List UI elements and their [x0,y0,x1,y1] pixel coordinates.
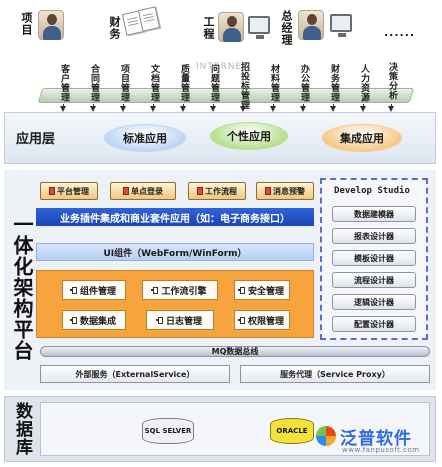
develop-studio-panel: Develop Studio 数据建模器 报表设计器 模板设计器 流程设计器 逻… [320,178,428,340]
app-oval-standard: 标准应用 [104,124,186,152]
component-icon [151,286,159,294]
component-label: 组件管理 [79,286,116,297]
person-icon [298,10,324,40]
arrow-down-icon [60,106,66,112]
chip-label: 单点登录 [131,186,163,196]
develop-studio-title: Develop Studio [334,186,410,196]
monitor-icon [248,16,270,39]
mq-data-bus: MQ数据总线 [40,346,430,357]
arrow-down-icon [330,106,336,112]
arrow-down-icon [120,106,126,112]
component-label: 安全管理 [247,286,284,297]
component-icon [69,316,77,324]
component-icon [237,316,245,324]
brand-logo-icon [316,426,336,446]
watermark-text: INTERNET [196,62,249,72]
component-label: 权限管理 [247,316,284,327]
app-label: 个性应用 [227,130,271,143]
chip-single-sign-on: 单点登录 [110,182,176,200]
tool-report-designer: 报表设计器 [332,228,416,244]
arrow-down-icon [270,106,276,112]
app-oval-custom: 个性应用 [210,122,288,150]
workflow-engine: 工作流引擎 [142,280,218,300]
brand-name: 泛普软件 [340,429,412,449]
component-icon [155,316,163,324]
module-label: 材料管理 [269,64,279,102]
component-label: 数据集成 [79,316,116,327]
module-label: 客户管理 [59,64,69,102]
module-list: 客户管理 合同管理 项目管理 文档管理 质量管理 问题管理 招投标管理 材料管理… [0,60,442,112]
role-label-gm: 总经理 [280,10,293,46]
external-service: 外部服务（ExternalService） [40,365,230,383]
database-cylinder-oracle: ORACLE [270,418,314,444]
component-label: 日志管理 [165,316,202,327]
arrow-down-icon [300,106,306,112]
arrow-down-icon [90,106,96,112]
chip-workflow: 工作流程 [188,182,246,200]
application-layer-title: 应用层 [16,132,56,147]
platform-title: 一体化架构平台 [10,214,34,361]
module-label: 办公管理 [299,64,309,102]
database-cylinder-sqlserver: SQL SELVER [142,418,194,444]
module-label: 项目管理 [119,64,129,102]
chip-label: 消息预警 [273,186,305,196]
ui-component-bar: UI组件（WebForm/WinForm） [36,243,314,261]
tool-logic-designer: 逻辑设计器 [332,294,416,310]
person-icon [38,10,64,40]
app-label: 标准应用 [123,132,167,145]
module-icon [197,187,203,195]
security-management: 安全管理 [234,280,290,300]
data-integration: 数据集成 [62,310,126,330]
chip-message-alert: 消息预警 [256,182,314,200]
app-label: 集成应用 [340,132,384,145]
database-label: ORACLE [276,427,308,435]
arrow-down-icon [150,106,156,112]
module-label: 人力资源 [359,64,369,102]
module-icon [265,187,271,195]
tool-template-designer: 模板设计器 [332,250,416,266]
tool-data-modeler: 数据建模器 [332,206,416,222]
component-icon [69,286,77,294]
module-label: 合同管理 [89,64,99,102]
roles-row: 项目 财务 工程 总经理 ...... [0,0,442,60]
arrow-down-icon [360,106,366,112]
module-label: 财务管理 [329,64,339,102]
document-icon [137,6,161,32]
role-label-finance: 财务 [108,16,121,40]
database-title: 数据库 [12,402,32,456]
roles-more: ...... [384,26,416,39]
permission-management: 权限管理 [234,310,290,330]
arrow-down-icon [180,106,186,112]
tool-process-designer: 流程设计器 [332,272,416,288]
chip-platform-management: 平台管理 [40,182,98,200]
arrow-down-icon [210,106,216,112]
chip-label: 工作流程 [205,186,237,196]
plugin-integration-bar: 业务插件集成和商业套件应用（如：电子商务接口） [36,208,314,226]
app-oval-integration: 集成应用 [322,124,402,152]
module-label: 问题管理 [209,64,219,102]
person-icon [218,12,244,42]
module-icon [49,187,55,195]
component-icon [237,286,245,294]
module-label: 决策分析 [387,62,397,100]
brand-url: www.fanpusoft.com [342,446,420,454]
service-proxy: 服务代理（Service Proxy） [240,365,430,383]
arrow-down-icon [240,106,246,112]
database-box [40,402,430,456]
arrow-down-icon [388,106,394,112]
component-label: 工作流引擎 [161,286,207,297]
database-label: SQL SELVER [144,427,192,435]
role-label-engineering: 工程 [202,16,215,40]
component-management: 组件管理 [62,280,126,300]
log-management: 日志管理 [146,310,214,330]
monitor-icon [330,14,352,37]
module-icon [123,187,129,195]
chip-label: 平台管理 [57,186,89,196]
module-label: 招投标管理 [239,62,249,110]
role-label-project: 项目 [20,12,33,36]
module-label: 文档管理 [149,64,159,102]
module-label: 质量管理 [179,64,189,102]
tool-config-designer: 配置设计器 [332,316,416,332]
